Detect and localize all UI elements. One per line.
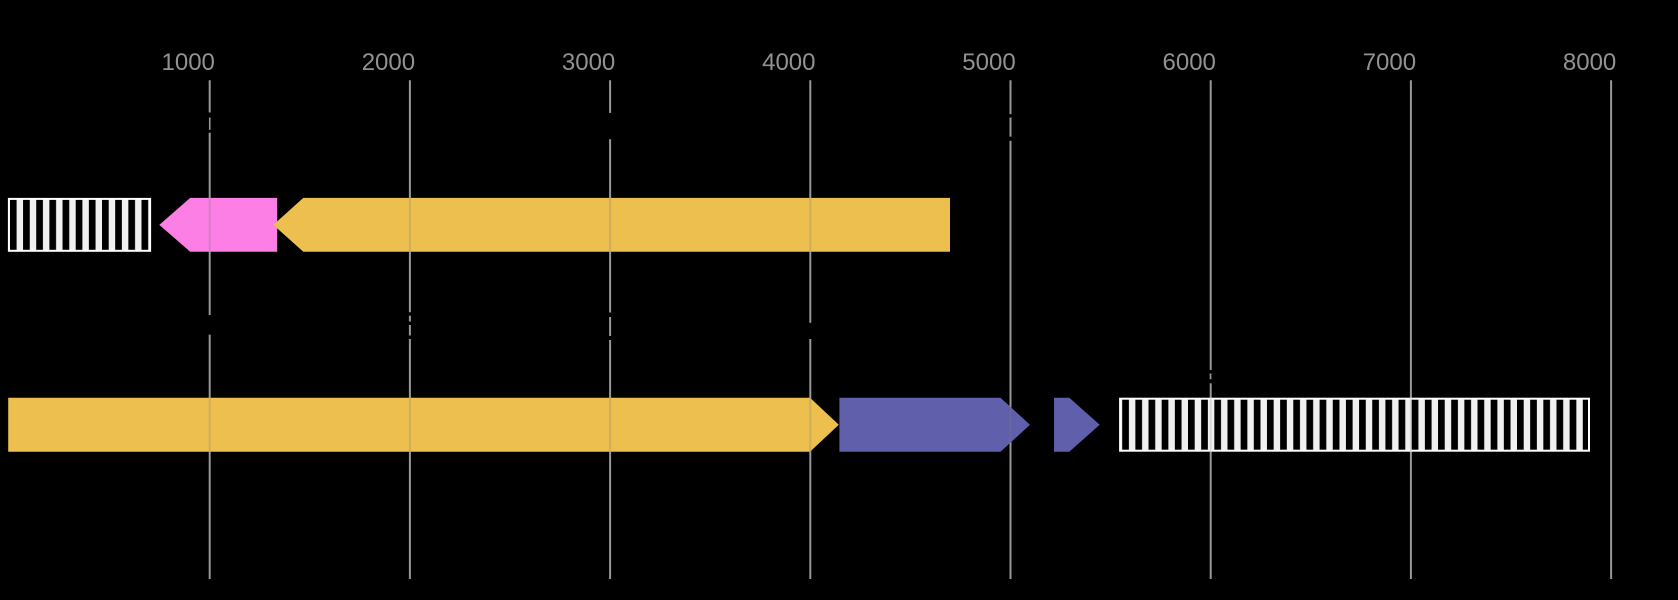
svg-text:4000: 4000 — [762, 49, 815, 76]
svg-text:3000: 3000 — [562, 49, 615, 76]
svg-text:8000: 8000 — [1563, 49, 1616, 76]
svg-text:2000: 2000 — [362, 49, 415, 76]
svg-text:1000: 1000 — [162, 49, 215, 76]
svg-text:5000: 5000 — [962, 49, 1015, 76]
svg-text:6000: 6000 — [1163, 49, 1216, 76]
svg-text:7000: 7000 — [1363, 49, 1416, 76]
